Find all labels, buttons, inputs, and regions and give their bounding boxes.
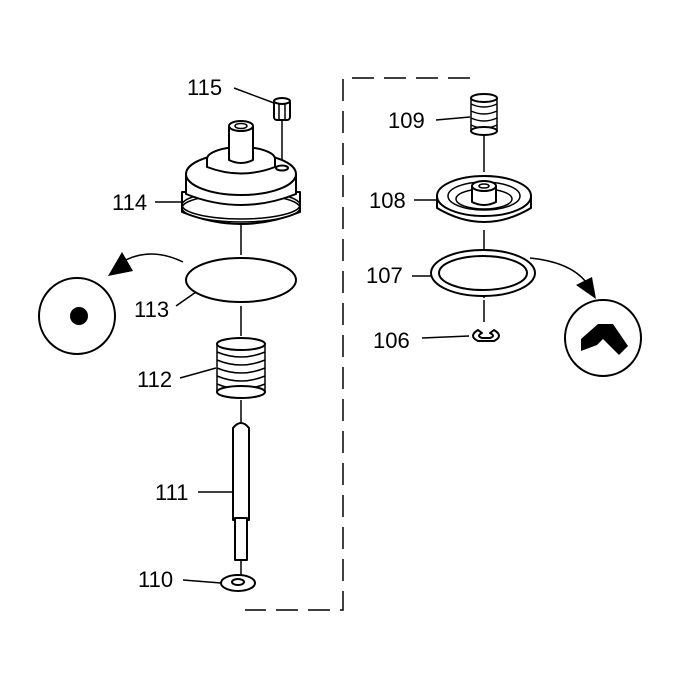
leader-lines: [155, 87, 471, 584]
dashed-connector: [245, 77, 470, 611]
callout-108: 108: [369, 188, 406, 213]
part-110-washer: [220, 574, 256, 592]
part-115-valve: [273, 97, 291, 121]
callout-114: 114: [112, 190, 147, 215]
callout-106: 106: [373, 328, 410, 353]
lubricate-dot-icon: [38, 252, 184, 355]
callout-113: 113: [134, 297, 169, 322]
callout-111: 111: [155, 480, 188, 505]
part-108-piston: [436, 175, 532, 223]
part-112-spring: [216, 337, 266, 399]
sealant-symbol-icon: [529, 257, 642, 377]
callout-110: 110: [138, 567, 173, 592]
callout-115: 115: [187, 75, 222, 100]
part-111-pin: [232, 422, 250, 561]
part-107-seal: [430, 249, 536, 297]
part-106-snap-ring: [472, 329, 500, 342]
callout-112: 112: [137, 367, 172, 392]
callout-107: 107: [366, 263, 403, 288]
part-109-spring: [470, 93, 498, 136]
callout-109: 109: [388, 108, 425, 133]
part-113-gasket: [185, 257, 297, 303]
part-114-cover: [181, 120, 301, 225]
